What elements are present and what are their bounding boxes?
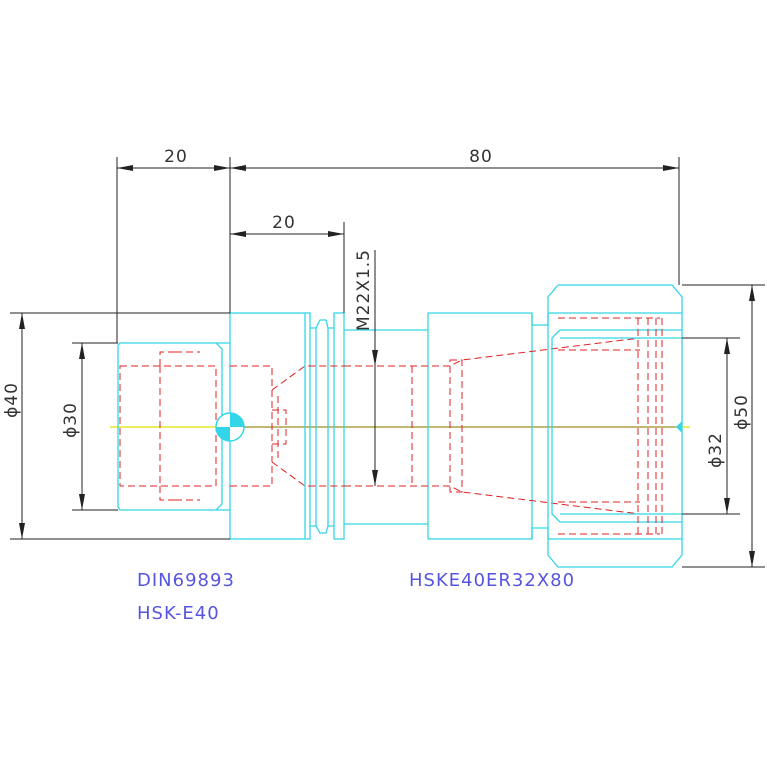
- dim-text-dia-40: ϕ40: [2, 382, 22, 418]
- dim-line-dia-32: [724, 338, 730, 514]
- dim-line-dia-30: [79, 343, 85, 510]
- flange-hidden: [230, 365, 344, 487]
- dim-text-thread: M22X1.5: [354, 249, 374, 331]
- hsk-shank-hidden: [119, 351, 217, 501]
- dim-text-dia-32: ϕ32: [706, 432, 726, 468]
- dim-text-mid-20: 20: [272, 213, 296, 233]
- dim-line-mid-20: [230, 231, 344, 237]
- dim-line-dia-50: [749, 285, 755, 567]
- dim-text-top-80: 80: [469, 147, 493, 167]
- center-mark-left: [215, 412, 245, 442]
- center-mark-right: [676, 421, 682, 433]
- dim-line-thread: [372, 250, 378, 486]
- hsk-shank-outline: [117, 342, 230, 511]
- extension-lines: [10, 157, 765, 568]
- dim-line-top-80: [230, 165, 679, 171]
- neck-hidden: [344, 337, 641, 515]
- dim-text-dia-30: ϕ30: [61, 402, 81, 438]
- flange-outline: [229, 312, 345, 540]
- dim-line-dia-40: [19, 313, 25, 539]
- dim-line-top-20: [117, 165, 230, 171]
- label-interface: HSK-E40: [137, 603, 220, 624]
- dim-text-dia-50: ϕ50: [732, 394, 752, 430]
- dim-text-top-20: 20: [164, 147, 188, 167]
- label-part-number: HSKE40ER32X80: [409, 570, 575, 591]
- label-standard: DIN69893: [137, 570, 235, 591]
- nut-hidden: [558, 317, 663, 535]
- nut-outline: [547, 284, 683, 568]
